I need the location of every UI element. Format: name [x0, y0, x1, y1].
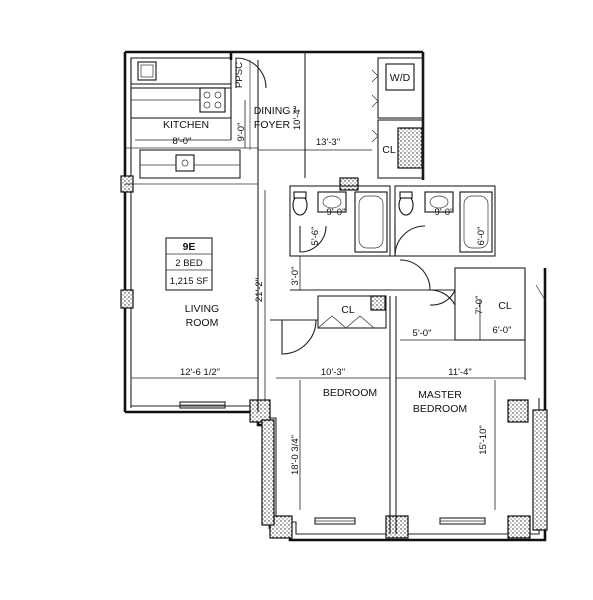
dimension-labels: 8'-0" 9'-0" 10'-4" 13'-3" 9'-0" 9'-0" 5'…: [173, 106, 512, 475]
dim-bath1-depth: 5'-6": [310, 227, 321, 246]
dim-bedroom-depth: 18'-0 3/4": [290, 435, 301, 475]
dim-master-closet-width: 6'-0": [493, 325, 512, 336]
windows: [179, 401, 486, 525]
master-label-line2: BEDROOM: [413, 403, 467, 415]
closet-label-master: CL: [498, 300, 512, 312]
dim-bedroom-width: 10'-3": [321, 367, 345, 378]
living-label-line1: LIVING: [185, 303, 219, 315]
structural-columns: [120, 175, 548, 539]
dim-master-depth: 15'-10": [478, 425, 489, 454]
kitchen-area: [125, 57, 258, 185]
dim-bath2-depth: 6'-0": [476, 227, 487, 246]
dim-unit-depth: 21'-2": [254, 278, 265, 302]
dim-dining-width: 13'-3": [316, 137, 340, 148]
dim-kitchen-depth: 9'-0": [236, 123, 247, 142]
dim-hall-depth: 3'-0": [290, 267, 301, 286]
unit-beds: 2 BED: [175, 258, 203, 269]
dimension-lines: [131, 62, 525, 510]
dim-bath1-width: 9'-0": [327, 207, 346, 218]
dim-dining-depth: 10'-4": [292, 106, 303, 130]
kitchen-label: KITCHEN: [163, 119, 209, 131]
dim-kitchen-width: 8'-0": [173, 136, 192, 147]
closet-label-bedroom: CL: [341, 304, 355, 316]
washer-dryer-closet: [371, 57, 424, 119]
bedroom-label: BEDROOM: [323, 387, 377, 399]
dim-bath2-width: 9'-0": [435, 207, 454, 218]
hallway: [290, 255, 455, 291]
hall-closet: [371, 119, 424, 179]
master-closet: [429, 267, 546, 341]
entry-door: [229, 52, 267, 89]
dining-label-line2: FOYER: [254, 119, 291, 131]
bedroom-walls: [270, 289, 525, 534]
bedroom-closet: [317, 295, 387, 329]
dim-master-width: 11'-4": [448, 367, 472, 378]
dim-master-closet-depth: 7'-0": [474, 296, 485, 315]
bath-1: [289, 185, 391, 257]
dim-living-width: 12'-6 1/2": [180, 367, 220, 378]
wd-label: W/D: [390, 72, 411, 84]
living-label-line2: ROOM: [186, 317, 219, 329]
master-label-line1: MASTER: [418, 389, 462, 401]
ppsc-label: PPSC: [234, 62, 245, 88]
dining-label-line1: DINING /: [254, 105, 297, 117]
dim-master-closet-offset: 5'-0": [413, 328, 432, 339]
unit-tag: 9E 2 BED 1,215 SF: [165, 237, 213, 291]
closet-label-pantry: CL: [382, 144, 396, 156]
bath-2: [394, 185, 496, 257]
unit-area: 1,215 SF: [170, 276, 209, 287]
unit-number: 9E: [183, 241, 196, 253]
room-labels: KITCHEN DINING / FOYER W/D CL LIVING ROO…: [163, 62, 512, 415]
